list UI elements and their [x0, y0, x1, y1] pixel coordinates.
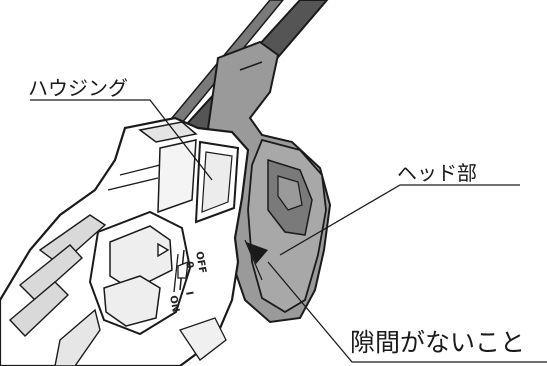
switch-off-label: OFF: [193, 251, 208, 275]
housing-label: ハウジング: [28, 76, 128, 100]
switch-on-label: ON: [167, 295, 181, 314]
housing-leader-line: [30, 99, 213, 181]
switch-one-label: I: [183, 291, 194, 297]
no-gap-label: 隙間がないこと: [350, 328, 526, 357]
arrow-up-icon: [157, 242, 170, 258]
leader-lines: [30, 99, 547, 363]
gap-arrow-icon: [246, 242, 268, 264]
housing-body: OFF 0 ON I: [0, 116, 250, 366]
head-leader-line: [279, 184, 520, 256]
switch-zero-label: 0: [183, 261, 195, 270]
no-gap-leader-line: [267, 261, 547, 363]
switch-arrow-icon: [177, 260, 189, 279]
head-part-label: ヘッド部: [397, 161, 477, 185]
